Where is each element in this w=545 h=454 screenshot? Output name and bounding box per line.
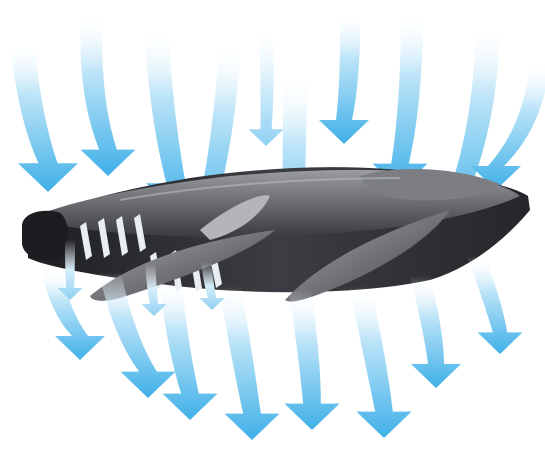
upper-arrow-5 [249,24,284,146]
upper-arrow-2 [80,14,135,176]
lower-arrow-6 [349,286,412,438]
fan-blade-body [22,167,530,301]
lower-arrow-5 [285,290,340,430]
lower-arrow-7 [410,276,461,388]
lower-arrow-4 [219,286,280,440]
upper-arrow-1 [10,40,78,192]
upper-arrow-8 [373,12,428,190]
lower-arrow-8 [467,256,523,354]
upper-arrow-7 [319,10,369,144]
